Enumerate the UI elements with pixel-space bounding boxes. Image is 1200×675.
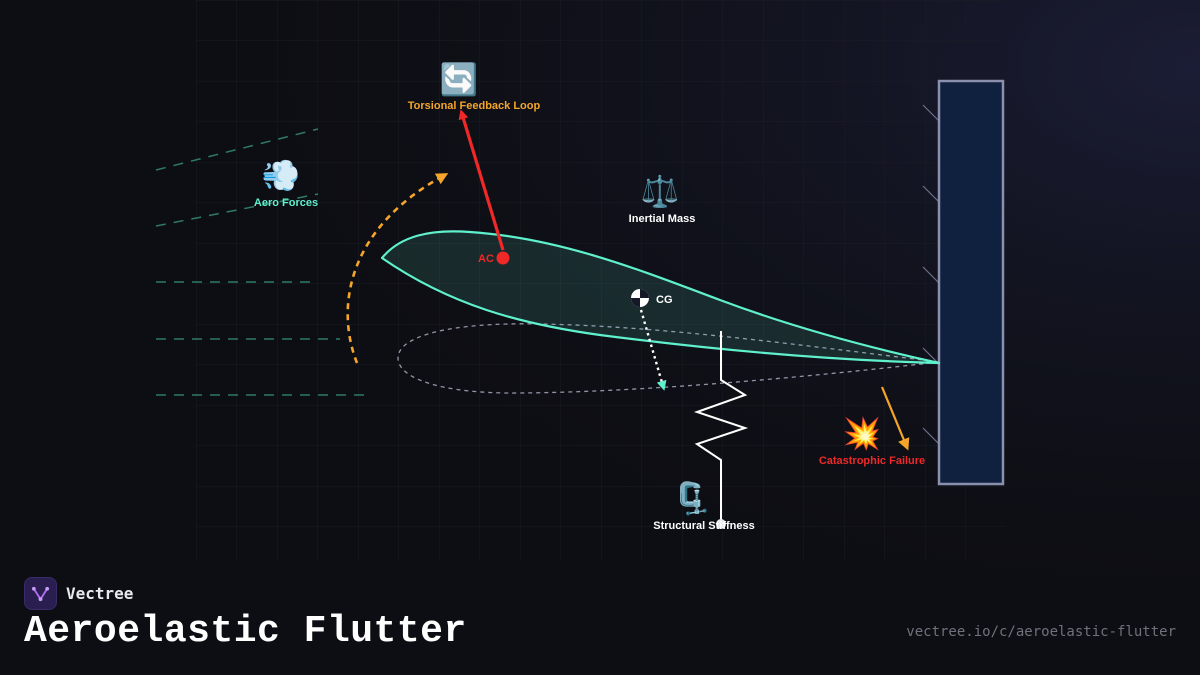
brand: Vectree <box>24 577 133 610</box>
torsion-label: Torsional Feedback Loop <box>408 100 541 112</box>
feedback-arc <box>346 173 449 364</box>
inertial-label: Inertial Mass <box>629 213 696 225</box>
vectree-logo-icon <box>24 577 57 610</box>
cg-symbol <box>631 289 649 307</box>
failure-label: Catastrophic Failure <box>819 455 925 467</box>
background-grid <box>196 0 1006 560</box>
wall-mount <box>937 79 1005 486</box>
brand-name: Vectree <box>66 584 134 603</box>
aero-label: Aero Forces <box>254 197 318 209</box>
airfoil <box>380 230 941 365</box>
stiffness-label: Structural Stiffness <box>653 520 754 532</box>
flow-line <box>155 128 319 171</box>
failure-arrow <box>880 386 910 451</box>
spring-anchor <box>716 519 726 529</box>
ac-point <box>496 251 510 265</box>
lift-vector <box>458 109 505 251</box>
cg-motion-arrow <box>639 309 667 391</box>
torsion-icon: 🔄 <box>440 61 479 98</box>
ac-label: AC <box>478 253 494 265</box>
page-url[interactable]: vectree.io/c/aeroelastic-flutter <box>906 624 1176 640</box>
flow-lines <box>155 128 372 396</box>
stiffness-spring <box>693 331 749 524</box>
explosion-icon: 💥 <box>843 415 882 452</box>
ghost-airfoil <box>397 323 940 394</box>
cg-label: CG <box>656 294 673 306</box>
wind-icon: 💨 <box>262 158 301 194</box>
scale-icon: ⚖️ <box>641 173 680 210</box>
flow-line <box>155 193 319 227</box>
clamp-icon: 🗜️ <box>673 480 712 517</box>
page-title: Aeroelastic Flutter <box>24 610 467 653</box>
